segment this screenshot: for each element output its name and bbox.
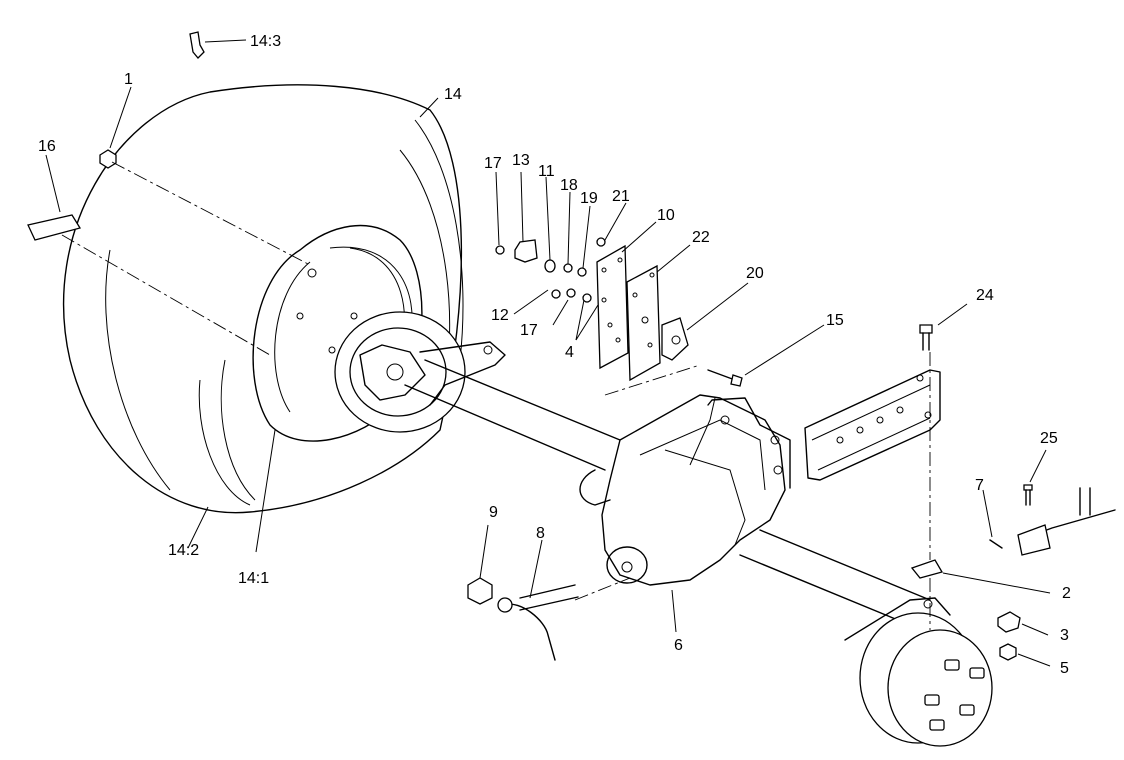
callout-13: 13 — [512, 152, 530, 169]
callout-22: 22 — [692, 229, 710, 246]
callout-14-3: 14:3 — [250, 33, 281, 50]
callout-8: 8 — [536, 525, 545, 542]
callout-21: 21 — [612, 188, 630, 205]
mount-bracket — [804, 324, 941, 481]
callout-1: 1 — [124, 71, 133, 88]
brake-plates — [596, 244, 689, 382]
callout-2: 2 — [1062, 585, 1071, 602]
callout-17-bottom: 17 — [520, 322, 538, 339]
callout-14-2: 14:2 — [168, 542, 199, 559]
callout-12: 12 — [491, 307, 509, 324]
callout-14-1: 14:1 — [238, 570, 269, 587]
callout-11: 11 — [538, 163, 555, 180]
callout-17-top: 17 — [484, 155, 502, 172]
wheel-studs — [924, 659, 985, 731]
callout-leaders — [45, 39, 1051, 667]
callout-10: 10 — [657, 207, 675, 224]
callout-14: 14 — [444, 86, 462, 103]
callout-7: 7 — [975, 477, 984, 494]
callout-5: 5 — [1060, 660, 1069, 677]
callout-15: 15 — [826, 312, 844, 329]
callout-4: 4 — [565, 344, 574, 361]
callout-9: 9 — [489, 504, 498, 521]
callout-6: 6 — [674, 637, 683, 654]
small-hardware — [27, 31, 1116, 661]
callout-19: 19 — [580, 190, 598, 207]
callout-16: 16 — [38, 138, 56, 155]
tire — [62, 84, 464, 514]
callout-24: 24 — [976, 287, 994, 304]
callout-25: 25 — [1040, 430, 1058, 447]
callout-3: 3 — [1060, 627, 1069, 644]
callout-20: 20 — [746, 265, 764, 282]
callout-18: 18 — [560, 177, 578, 194]
axle-assembly — [404, 341, 931, 626]
assembly-center-lines — [61, 161, 931, 630]
brake-drum — [844, 597, 993, 747]
callout-labels: 1 14:3 14 16 17 13 11 18 19 21 10 22 20 … — [38, 33, 1071, 677]
wheel-hub — [334, 311, 466, 433]
